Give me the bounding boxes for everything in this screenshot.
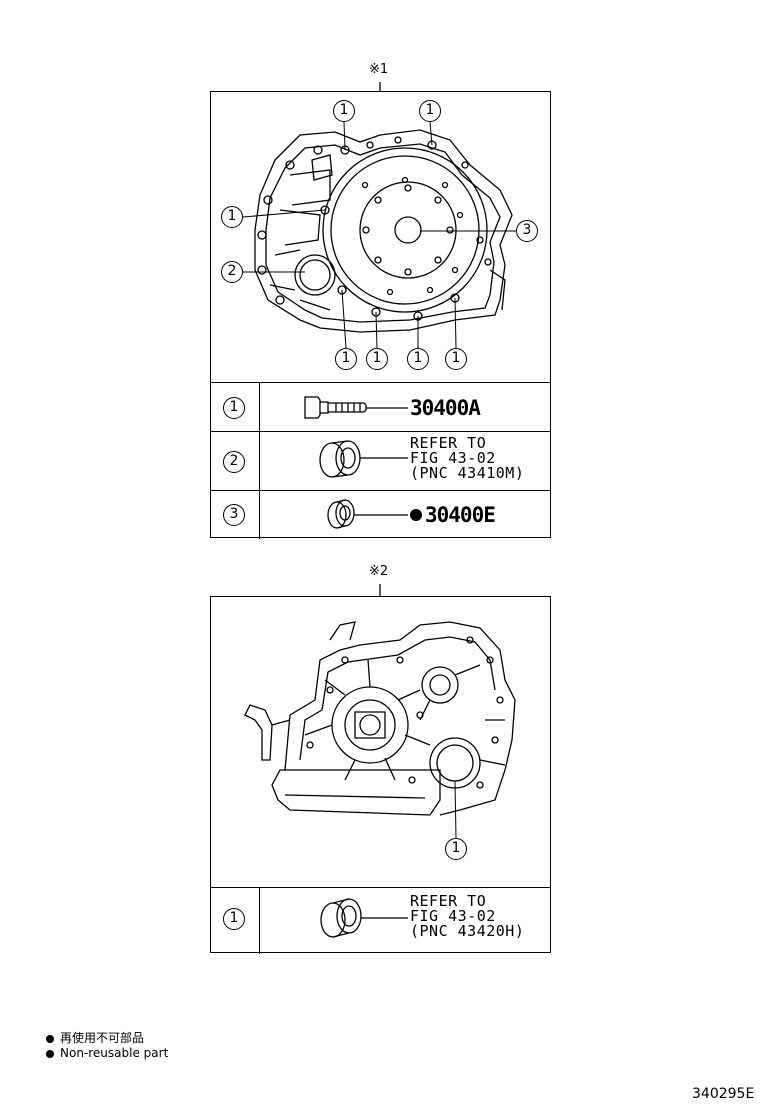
small-seal-illustration (327, 499, 408, 529)
reference-line[interactable]: REFER TO (410, 434, 487, 452)
legend-english: Non-reusable part (46, 1046, 168, 1060)
group2-mark: ※2 (369, 564, 389, 579)
callout-bolt: 1 (445, 348, 467, 370)
reference-line[interactable]: REFER TO (410, 892, 487, 910)
callout-bolt: 1 (221, 206, 243, 228)
callout-oil-seal: 2 (221, 261, 243, 283)
row-number: 1 (223, 397, 245, 419)
oil-seal-illustration-2 (320, 898, 408, 938)
callout-bolt: 1 (335, 348, 357, 370)
part-number[interactable]: 30400A (410, 396, 481, 420)
group1-row-2 (211, 431, 550, 490)
reference-line[interactable]: (PNC 43410M) (410, 464, 525, 482)
reference-line[interactable]: (PNC 43420H) (410, 922, 525, 940)
nonreusable-dot (410, 509, 422, 521)
group1-mark: ※1 (369, 62, 389, 77)
callout-bolt: 1 (407, 348, 429, 370)
group2-row-1 (211, 887, 550, 954)
bolt-illustration (304, 396, 408, 419)
group1-panel (210, 91, 551, 539)
part-number[interactable]: 30400E (425, 503, 496, 527)
reference-line[interactable]: FIG 43-02 (410, 449, 496, 467)
transaxle-side-view (244, 621, 516, 816)
legend-japanese: 再使用不可部品 (46, 1029, 144, 1046)
reference-line[interactable]: FIG 43-02 (410, 907, 496, 925)
transaxle-front-view (254, 129, 513, 333)
callout-bolt: 1 (366, 348, 388, 370)
callout-bolt: 1 (419, 100, 441, 122)
bullet-icon (46, 1049, 54, 1058)
bullet-icon (46, 1034, 54, 1043)
group1-row-3 (211, 490, 550, 539)
oil-seal-illustration (319, 440, 408, 478)
callout-small-seal: 3 (516, 220, 538, 242)
group2-panel (210, 596, 551, 954)
row-number: 2 (223, 451, 245, 473)
group1-row-1 (211, 382, 550, 431)
callout-bolt: 1 (333, 100, 355, 122)
row-number: 3 (223, 504, 245, 526)
callout-oil-seal: 1 (445, 838, 467, 860)
figure-number: 340295E (692, 1086, 755, 1102)
row-number: 1 (223, 908, 245, 930)
